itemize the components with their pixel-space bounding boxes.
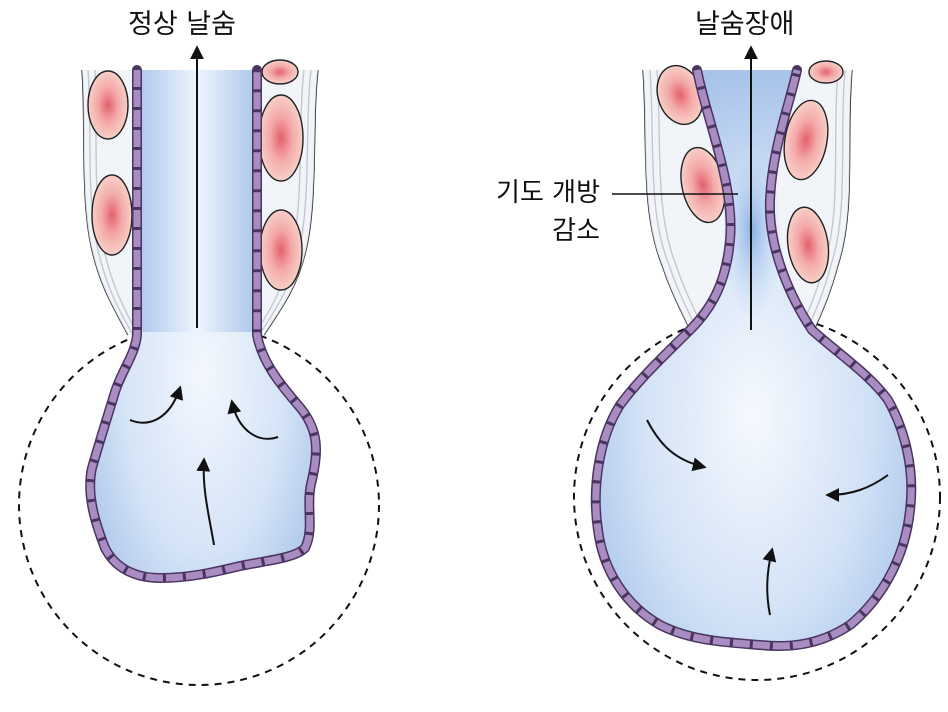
obstructed-expiration-panel xyxy=(573,45,941,681)
normal-expiration-title: 정상 날숨 xyxy=(128,9,236,40)
right-smooth-muscle-cells xyxy=(656,60,844,284)
right-flow-arrow xyxy=(825,474,889,502)
obstructed-expiration-title: 날숨장애 xyxy=(695,9,795,40)
left-flow-arrow xyxy=(196,457,215,546)
right-epithelium xyxy=(590,65,917,651)
reduced-airway-opening-line1: 기도 개방 xyxy=(496,178,600,208)
right-flow-arrow xyxy=(646,419,707,472)
right-flow-arrow xyxy=(762,547,777,616)
left-flow-arrow xyxy=(129,385,184,424)
reduced-airway-opening-label: 기도 개방 감소 xyxy=(496,174,600,250)
left-flow-arrow xyxy=(227,399,279,440)
normal-expiration-panel xyxy=(18,45,380,686)
reduced-airway-opening-line2: 감소 xyxy=(552,216,600,246)
left-epithelium xyxy=(85,65,321,584)
